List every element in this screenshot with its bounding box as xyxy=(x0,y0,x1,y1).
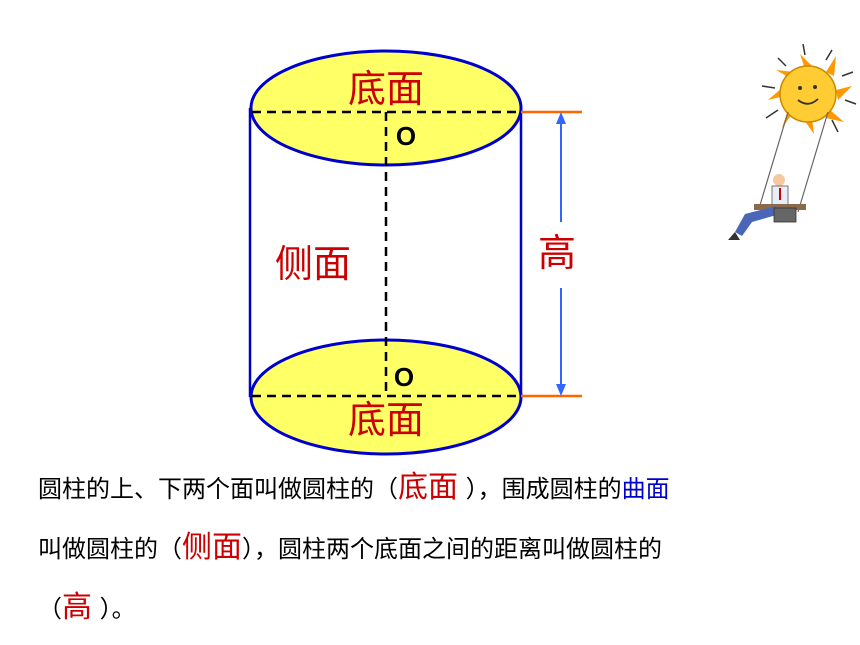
line3-text-b: ）。 xyxy=(92,595,136,623)
cylinder-diagram: 底面 底面 侧面 高 O O xyxy=(248,43,857,456)
height-arrowhead-up xyxy=(556,112,566,124)
line2-text-b: ），圆柱两个底面之间的距离叫做圆柱的 xyxy=(242,535,662,563)
line1-text-b: ），围成圆柱的 xyxy=(458,475,622,503)
line2-text-a: 叫做圆柱的（ xyxy=(38,535,182,563)
definition-line-3: （高 ）。 xyxy=(38,582,838,626)
line3-text-a: （ xyxy=(38,595,62,623)
answer-base: 底面 xyxy=(398,470,458,505)
height-arrowhead-down xyxy=(556,384,566,396)
definition-line-2: 叫做圆柱的（侧面），圆柱两个底面之间的距离叫做圆柱的 xyxy=(38,522,838,566)
height-label: 高 xyxy=(538,231,576,275)
top-base-label: 底面 xyxy=(348,67,424,111)
answer-height: 高 xyxy=(62,590,92,625)
top-center-label: O xyxy=(396,121,416,151)
definition-line-1: 圆柱的上、下两个面叫做圆柱的（底面 ），围成圆柱的曲面 xyxy=(38,462,838,506)
bottom-center-label: O xyxy=(394,362,414,392)
bottom-base-label: 底面 xyxy=(348,398,424,442)
side-label: 侧面 xyxy=(275,242,351,286)
line1-text-a: 圆柱的上、下两个面叫做圆柱的（ xyxy=(38,475,398,503)
sun-swing-icon xyxy=(728,43,857,240)
highlight-curved-surface: 曲面 xyxy=(621,475,670,503)
answer-side: 侧面 xyxy=(182,530,242,565)
